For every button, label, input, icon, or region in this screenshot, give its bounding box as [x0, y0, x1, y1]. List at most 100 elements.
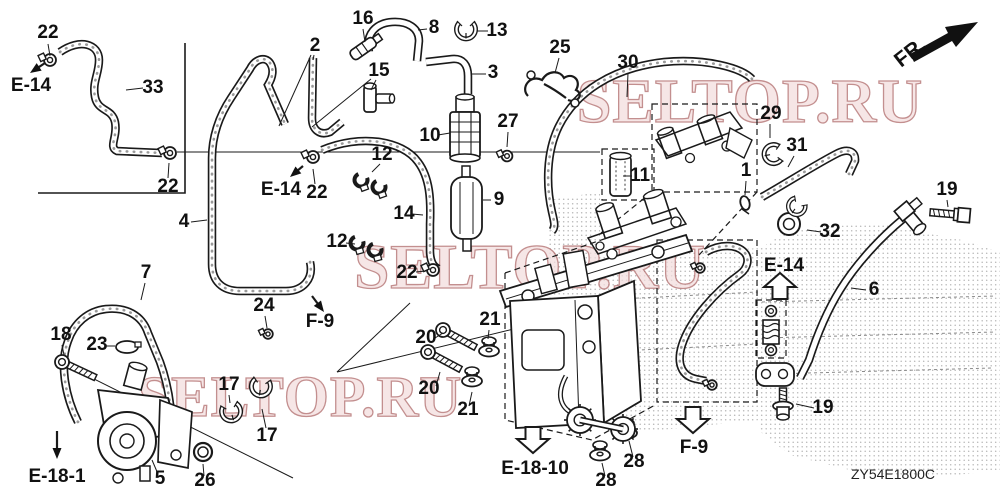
leader-line [795, 403, 815, 409]
hose-clamp [257, 327, 274, 340]
bolt [435, 322, 479, 352]
hose-fitting [893, 196, 927, 236]
hose-clamp [37, 52, 57, 67]
part-callout-15: 15 [368, 60, 390, 81]
ref-arrow-icon [290, 166, 302, 177]
hose-clamp [420, 262, 440, 277]
leader-line [628, 440, 634, 458]
leader-line [411, 213, 424, 216]
leader-line [47, 43, 51, 57]
part-callout-28: 28 [595, 470, 616, 491]
ref-arrow-icon [30, 63, 42, 73]
ref-arrow-icon [761, 271, 799, 300]
ref-label-E-14: E-14 [764, 255, 805, 276]
leader-line [202, 463, 205, 477]
leader-line [370, 79, 377, 91]
leader-line [371, 163, 381, 173]
part-callout-18: 18 [50, 324, 71, 345]
leader-line [434, 332, 444, 339]
inset-frame [38, 43, 186, 194]
part-callout-29: 29 [760, 103, 781, 124]
leader-line [437, 132, 451, 136]
leader-line [806, 229, 822, 233]
part-callout-23: 23 [86, 334, 107, 355]
part-callout-16: 16 [352, 8, 373, 29]
part-callout-5: 5 [155, 468, 166, 489]
leader-line [468, 391, 473, 407]
part-callout-30: 30 [617, 52, 638, 73]
hose-clamp [701, 378, 718, 391]
part-callout-2: 2 [310, 35, 321, 56]
part-callout-20: 20 [415, 327, 436, 348]
tee-joint [363, 82, 396, 113]
leader-line [312, 168, 316, 185]
ref-arrow-icon [674, 406, 712, 435]
part-callout-22: 22 [157, 176, 178, 197]
part-callout-24: 24 [253, 295, 275, 316]
ref-arrow-icon [52, 448, 62, 459]
tube-clamp [370, 178, 388, 200]
part-callout-27: 27 [497, 111, 518, 132]
part-callout-21: 21 [479, 309, 501, 330]
joint-fuel-tube [349, 32, 384, 61]
part-callout-9: 9 [494, 189, 505, 210]
part-callout-21: 21 [457, 399, 479, 420]
tube-clamp [352, 171, 370, 193]
fr-arrow-icon [910, 22, 978, 62]
bolt [772, 387, 794, 421]
part-callout-26: 26 [194, 470, 215, 491]
part-callout-14: 14 [393, 203, 415, 224]
ref-label-F-9: F-9 [680, 437, 709, 458]
leader-line [190, 219, 208, 223]
part-callout-31: 31 [786, 135, 808, 156]
fr-direction-indicator: FR. [890, 22, 978, 72]
ref-arrow-icon [514, 426, 552, 455]
hose-clamp [157, 145, 177, 160]
throttle-body-assembly [498, 188, 694, 444]
parts-artwork [37, 17, 972, 484]
leader-line [261, 408, 267, 429]
leader-line [601, 462, 606, 477]
leader-line [850, 287, 867, 291]
clip [115, 340, 142, 354]
hose-clamp [300, 149, 320, 164]
tube-clip [786, 195, 808, 218]
tube-clip [454, 20, 478, 42]
leader-line [278, 54, 312, 127]
fuel-strainer [449, 93, 481, 163]
part-callout-19: 19 [936, 179, 957, 200]
bolt [928, 206, 972, 224]
diagram-code: ZY54E1800C [851, 466, 935, 482]
ref-arrow-icon [313, 300, 324, 312]
fuel-pump [96, 361, 193, 484]
injector-set [654, 111, 753, 164]
part-callout-7: 7 [141, 262, 152, 283]
part-callout-6: 6 [869, 279, 880, 300]
ref-label-E-18-10: E-18-10 [501, 458, 569, 479]
grommet [589, 440, 611, 462]
part-callout-32: 32 [819, 221, 840, 242]
leader-line [487, 329, 490, 340]
leader-line [787, 155, 795, 168]
leader-line [362, 28, 366, 43]
part-callout-10: 10 [419, 125, 440, 146]
spring-washer-set [762, 304, 780, 357]
o-ring [192, 441, 214, 463]
part-callout-25: 25 [549, 37, 571, 58]
leader-line [264, 315, 268, 329]
leader-line [554, 57, 560, 74]
ref-label-E-14: E-14 [261, 179, 302, 200]
leader-line [417, 28, 428, 31]
part-callout-8: 8 [429, 17, 440, 38]
leader-line [312, 54, 315, 61]
canister [609, 151, 632, 197]
leader-line [167, 162, 170, 179]
leader-line [140, 282, 146, 301]
part-callout-17: 17 [256, 425, 277, 446]
part-callout-12: 12 [326, 231, 347, 252]
leader-line [626, 72, 629, 98]
fr-label: FR. [890, 33, 931, 72]
ref-label-E-14: E-14 [11, 75, 52, 96]
